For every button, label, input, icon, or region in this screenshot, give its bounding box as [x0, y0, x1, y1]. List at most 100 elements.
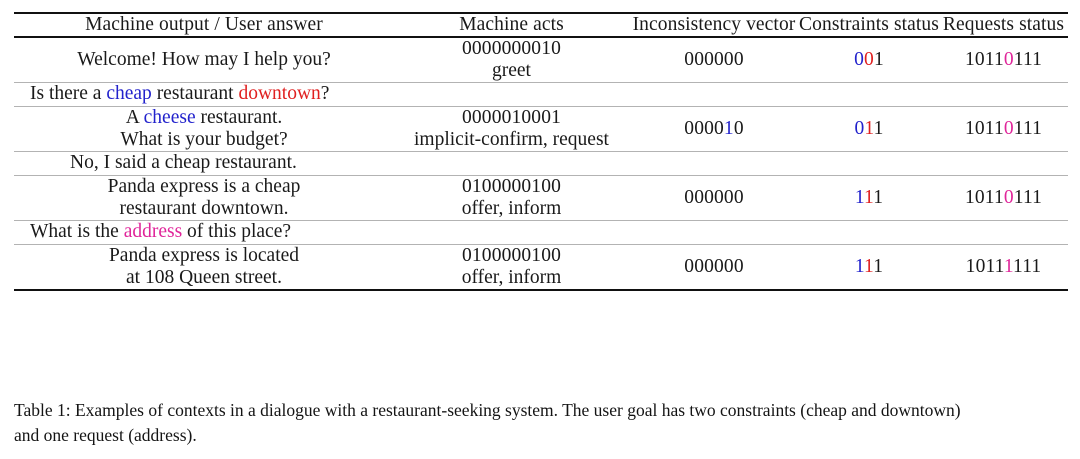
constraints-status-value: 001 — [854, 49, 884, 70]
cell-inconsistency-vector: 000010 — [629, 106, 799, 151]
cell-inconsistency-vector: 000000 — [629, 244, 799, 290]
bit-5: 0 — [733, 186, 744, 208]
bit-1: 0 — [694, 117, 705, 139]
cell-machine-output: A cheese restaurant.What is your budget? — [14, 106, 394, 151]
utterance-line-2: at 108 Queen street. — [126, 266, 282, 288]
utterance-token-0: No, I said a cheap restaurant. — [70, 152, 297, 174]
bit-0: 0 — [854, 117, 865, 139]
bit-2: 1 — [873, 255, 884, 277]
machine-acts-bits: 0100000100 — [462, 175, 561, 197]
bit-7: 1 — [1032, 49, 1043, 71]
bit-1: 0 — [694, 49, 705, 71]
bit-4: 1 — [1003, 255, 1014, 277]
inconsistency-vector-value: 000000 — [684, 256, 743, 277]
bit-5: 1 — [1013, 255, 1023, 277]
constraints-status-value: 111 — [855, 187, 883, 208]
utterance-token-0: A — [125, 106, 144, 128]
bit-0: 1 — [854, 255, 865, 277]
utterance-line-1: Welcome! How may I help you? — [77, 49, 331, 71]
bit-3: 1 — [993, 49, 1004, 71]
column-header-inconsistency-vector: Inconsistency vector — [632, 14, 796, 35]
bit-4: 0 — [1003, 186, 1014, 208]
bit-1: 0 — [974, 186, 985, 208]
cell-constraints-status: 111 — [799, 175, 939, 220]
bit-2: 1 — [984, 117, 994, 139]
bit-5: 0 — [733, 49, 744, 71]
table-header-row: Machine output / User answer Machine act… — [14, 13, 1068, 37]
cell-constraints-status: 001 — [799, 37, 939, 83]
bit-2: 1 — [873, 49, 884, 71]
column-header-machine-acts: Machine acts — [459, 14, 564, 35]
bit-6: 1 — [1022, 186, 1033, 208]
machine-acts-bits: 0100000100 — [462, 244, 561, 266]
bit-3: 0 — [714, 117, 724, 139]
utterance-token-1: cheese — [143, 106, 196, 128]
column-header-requests-status: Requests status — [942, 14, 1065, 35]
requests-status-value: 10111111 — [966, 256, 1042, 277]
utterance-line-1: Panda express is located — [108, 244, 300, 266]
cell-constraints-status: 111 — [799, 244, 939, 290]
utterance-token-2: restaurant. — [195, 106, 283, 128]
utterance-token-4: ? — [320, 83, 330, 105]
bit-0: 0 — [684, 49, 695, 71]
bit-1: 1 — [864, 186, 874, 208]
bit-4: 0 — [1003, 117, 1014, 139]
machine-acts-labels: greet — [492, 60, 531, 82]
table-row: What is the address of this place? — [14, 220, 1068, 244]
bit-0: 1 — [964, 49, 975, 71]
inconsistency-vector-value: 000000 — [684, 49, 743, 70]
figure-caption: Table 1: Examples of contexts in a dialo… — [14, 398, 1070, 449]
bit-1: 0 — [864, 49, 874, 71]
inconsistency-vector-value: 000000 — [684, 187, 743, 208]
machine-acts-labels: implicit-confirm, request — [414, 129, 609, 151]
bit-1: 1 — [864, 117, 874, 139]
bit-5: 0 — [733, 255, 744, 277]
bit-2: 0 — [704, 186, 714, 208]
bit-1: 0 — [975, 255, 986, 277]
bit-6: 1 — [1022, 117, 1033, 139]
bit-0: 0 — [684, 117, 695, 139]
cell-requests-status: 10110111 — [939, 175, 1068, 220]
bit-0: 0 — [684, 186, 695, 208]
bit-7: 1 — [1032, 186, 1043, 208]
bit-3: 1 — [994, 255, 1004, 277]
cell-constraints-status: 011 — [799, 106, 939, 151]
caption-line-2: and one request (address). — [14, 425, 197, 446]
bit-2: 0 — [704, 117, 714, 139]
bit-5: 1 — [1013, 49, 1023, 71]
column-header-utterance: Machine output / User answer — [85, 14, 323, 35]
bit-2: 1 — [984, 49, 994, 71]
bit-0: 0 — [684, 255, 695, 277]
bit-2: 1 — [984, 186, 994, 208]
cell-inconsistency-vector: 000000 — [629, 37, 799, 83]
utterance-token-0: Is there a — [30, 83, 107, 105]
utterance-line-1: A cheese restaurant. — [14, 107, 394, 129]
utterance-token-1: address — [123, 221, 183, 243]
bit-2: 0 — [704, 255, 714, 277]
constraints-status-value: 111 — [855, 256, 883, 277]
cell-user-answer: Is there a cheap restaurant downtown? — [14, 83, 1068, 106]
bit-0: 0 — [854, 49, 865, 71]
bit-0: 1 — [964, 186, 975, 208]
bit-3: 0 — [714, 255, 724, 277]
table-bottom-rule — [14, 290, 1068, 293]
utterance-line-1: Panda express is a cheap — [107, 175, 301, 197]
cell-requests-status: 10110111 — [939, 106, 1068, 151]
table-row: Is there a cheap restaurant downtown? — [14, 82, 1068, 106]
utterance-token-2: restaurant — [151, 83, 239, 105]
dialogue-table-container: Machine output / User answer Machine act… — [14, 12, 1068, 293]
caption-line-1: Table 1: Examples of contexts in a dialo… — [14, 400, 961, 420]
bit-6: 1 — [1022, 255, 1032, 277]
bit-7: 1 — [1031, 255, 1042, 277]
machine-acts-labels: offer, inform — [461, 197, 562, 219]
requests-status-value: 10110111 — [965, 49, 1042, 70]
cell-machine-output: Welcome! How may I help you? — [14, 37, 394, 83]
